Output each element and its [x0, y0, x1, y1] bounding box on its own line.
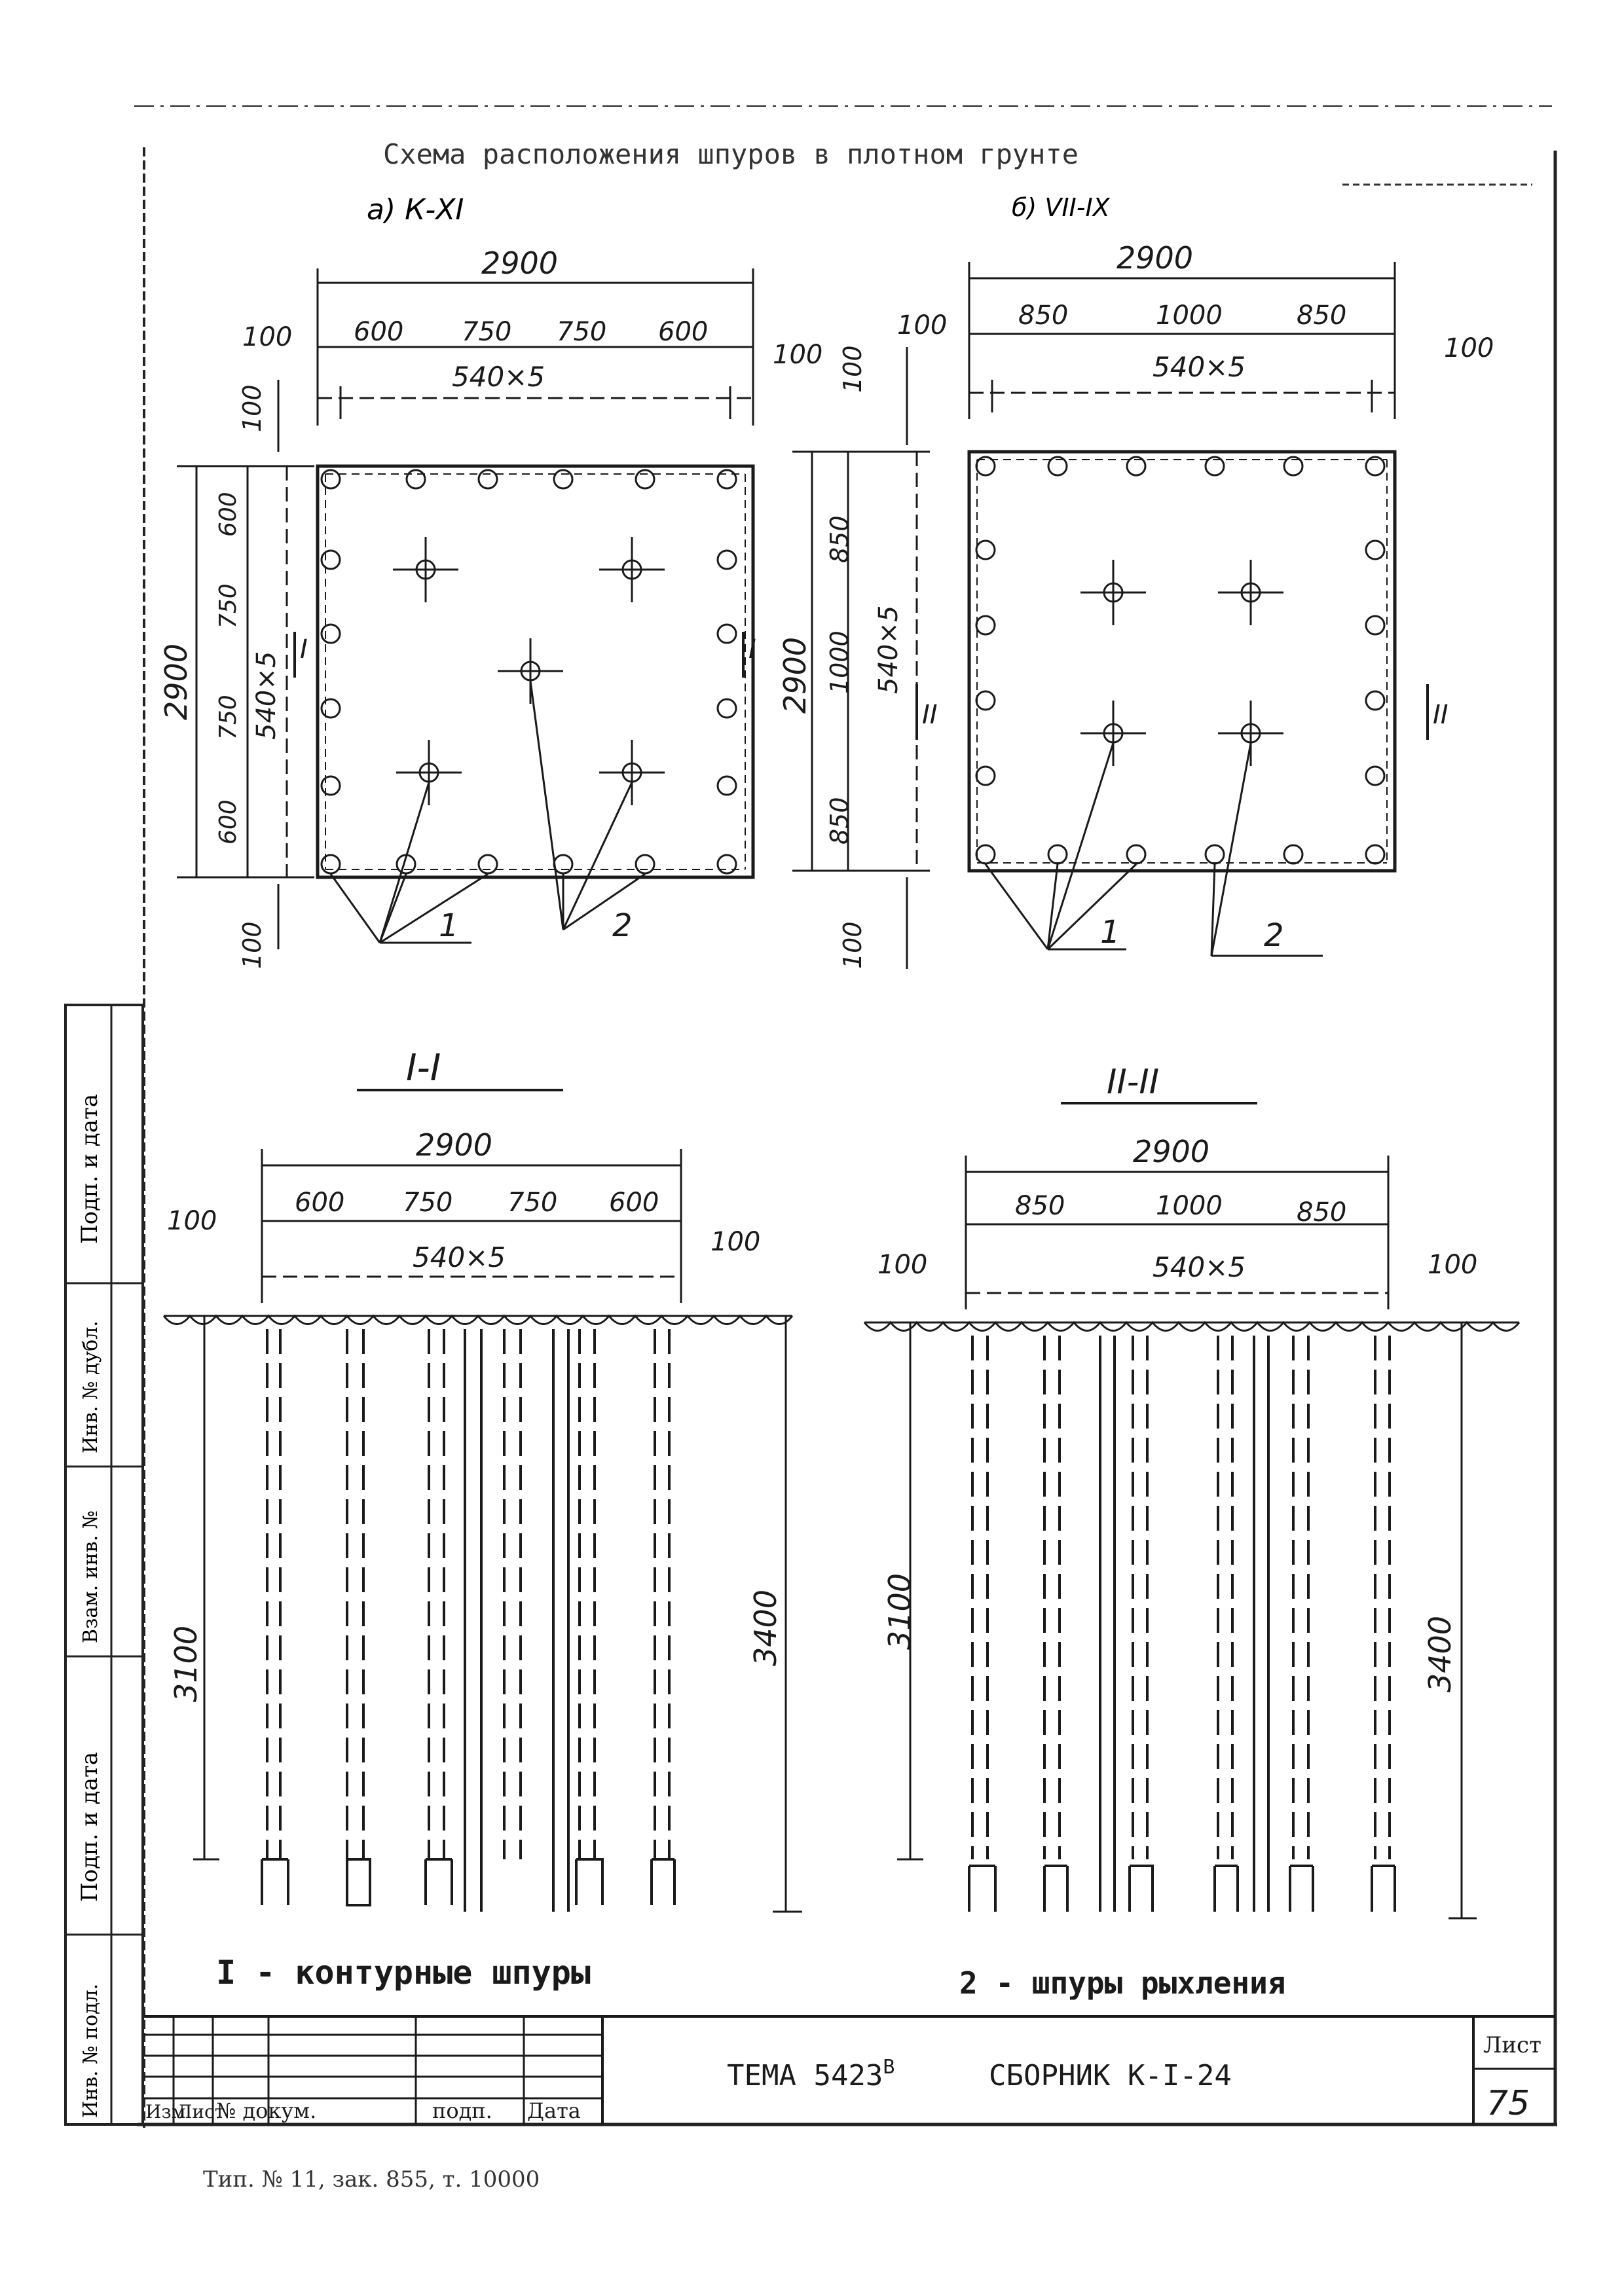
- stamp-signature-date-2: Подп. и дата: [77, 1752, 103, 1902]
- section-a-edge-right: 100: [710, 1227, 760, 1257]
- plan-b-leader-1: 1: [1100, 914, 1120, 951]
- section-a-depth-right: 3400: [748, 1590, 783, 1666]
- plan-b-seg1: 850: [1018, 301, 1068, 331]
- plan-a-side-top: 100: [238, 384, 267, 432]
- plan-a-pitch: 540×5: [452, 361, 545, 393]
- legend-loosening-holes: 2 - шпуры рыхления: [959, 1965, 1286, 2001]
- plan-b-seg2: 1000: [1156, 301, 1223, 331]
- plan-b-side-seg2: 1000: [825, 630, 854, 694]
- stamp-signature-date-1: Подп. и дата: [77, 1094, 103, 1244]
- title-topic: ТЕМА 5423В: [727, 2056, 895, 2092]
- legend-contour-holes: I - контурные шпуры: [216, 1954, 591, 1992]
- title-col-sign: подп.: [432, 2098, 492, 2123]
- section-a-edge-left: 100: [167, 1206, 217, 1236]
- plan-b-seg3: 850: [1297, 301, 1346, 331]
- plan-a-leader-2: 2: [612, 907, 633, 944]
- title-topic-text: ТЕМА 5423: [727, 2059, 883, 2092]
- title-collection: СБОРНИК К-I-24: [989, 2059, 1232, 2092]
- plan-a-seg4: 600: [658, 317, 708, 347]
- plan-a-side-seg2: 750: [215, 583, 242, 629]
- plan-a-section-mark-left: I: [300, 634, 308, 665]
- title-col-sheet: Лист: [177, 2101, 225, 2123]
- plan-b-side-top: 100: [838, 345, 867, 393]
- section-b-pitch: 540×5: [1153, 1251, 1246, 1283]
- section-a-depth-left: 3100: [168, 1626, 204, 1702]
- section-a-seg3: 750: [507, 1188, 557, 1218]
- section-b-seg1: 850: [1015, 1191, 1065, 1221]
- plan-b-side-seg3: 850: [825, 797, 854, 845]
- section-b-seg3: 850: [1297, 1197, 1346, 1228]
- plan-b: [792, 262, 1429, 969]
- section-b: [863, 1156, 1521, 1920]
- stamp-replace-inv: Взам. инв. №: [79, 1510, 102, 1643]
- title-block-grid: [144, 2015, 1555, 2124]
- plan-b-edge-right: 100: [1444, 333, 1494, 363]
- side-stamp-grid: [64, 1004, 144, 2126]
- section-b-edge-left: 100: [877, 1250, 927, 1280]
- section-b-depth-right: 3400: [1422, 1616, 1458, 1692]
- plan-b-side-seg1: 850: [825, 515, 854, 563]
- plan-a-side-seg4: 600: [215, 799, 242, 845]
- title-col-date: Дата: [527, 2098, 581, 2123]
- variant-a-label: а) К-ХI: [367, 193, 464, 227]
- plan-b-edge-left: 100: [897, 310, 947, 340]
- section-b-title: II-II: [1107, 1063, 1159, 1102]
- plan-a: [177, 268, 755, 949]
- plan-a-edge-left: 100: [242, 322, 292, 352]
- plan-a-side-pitch: 540×5: [251, 651, 282, 740]
- plan-b-pitch: 540×5: [1153, 351, 1246, 383]
- plan-b-total: 2900: [1116, 240, 1193, 276]
- plan-b-side-bottom: 100: [838, 921, 867, 969]
- section-a-pitch: 540×5: [413, 1241, 506, 1273]
- title-sheet-label: Лист: [1483, 2032, 1541, 2058]
- section-a-seg4: 600: [609, 1188, 659, 1218]
- plan-b-section-mark-left: II: [922, 700, 938, 730]
- stamp-original-inv: Инв. № подл.: [79, 1984, 102, 2118]
- plan-a-side-seg1: 600: [215, 492, 242, 537]
- plan-b-side-pitch: 540×5: [874, 606, 904, 694]
- plan-a-edge-right: 100: [773, 340, 822, 370]
- section-a-seg1: 600: [295, 1188, 344, 1218]
- plan-b-side-total: 2900: [777, 637, 813, 714]
- title-sheet-number: 75: [1486, 2084, 1530, 2123]
- plan-a-side-total: 2900: [158, 644, 194, 720]
- section-a-total: 2900: [416, 1127, 492, 1163]
- plan-a-side-seg3: 750: [215, 695, 242, 740]
- section-a: [162, 1149, 802, 1913]
- plan-a-leader-1: 1: [439, 907, 459, 944]
- section-b-total: 2900: [1133, 1134, 1209, 1169]
- sheet-title: Схема расположения шпуров в плотном грун…: [383, 138, 1079, 170]
- section-a-title: I-I: [406, 1047, 441, 1089]
- plan-a-seg1: 600: [354, 317, 403, 347]
- section-b-seg2: 1000: [1156, 1191, 1223, 1221]
- plan-a-total: 2900: [481, 246, 558, 281]
- section-a-seg2: 750: [403, 1188, 452, 1218]
- title-col-change: Изм: [145, 2101, 185, 2123]
- plan-a-seg3: 750: [557, 317, 606, 347]
- plan-b-leader-2: 2: [1264, 917, 1284, 954]
- plan-a-side-bottom: 100: [238, 921, 267, 969]
- plan-a-seg2: 750: [462, 317, 511, 347]
- section-b-depth-left: 3100: [882, 1573, 917, 1650]
- stamp-duplicate-inv: Инв. № дубл.: [79, 1321, 102, 1453]
- section-b-edge-right: 100: [1428, 1250, 1477, 1280]
- variant-b-label: б) VII-IX: [1012, 193, 1111, 222]
- title-col-doc: № докум.: [216, 2098, 316, 2123]
- title-topic-superscript: В: [883, 2056, 895, 2079]
- print-info: Тип. № 11, зак. 855, т. 10000: [203, 2166, 540, 2193]
- plan-a-section-mark-right: I: [748, 634, 756, 665]
- plan-b-section-mark-right: II: [1433, 700, 1449, 730]
